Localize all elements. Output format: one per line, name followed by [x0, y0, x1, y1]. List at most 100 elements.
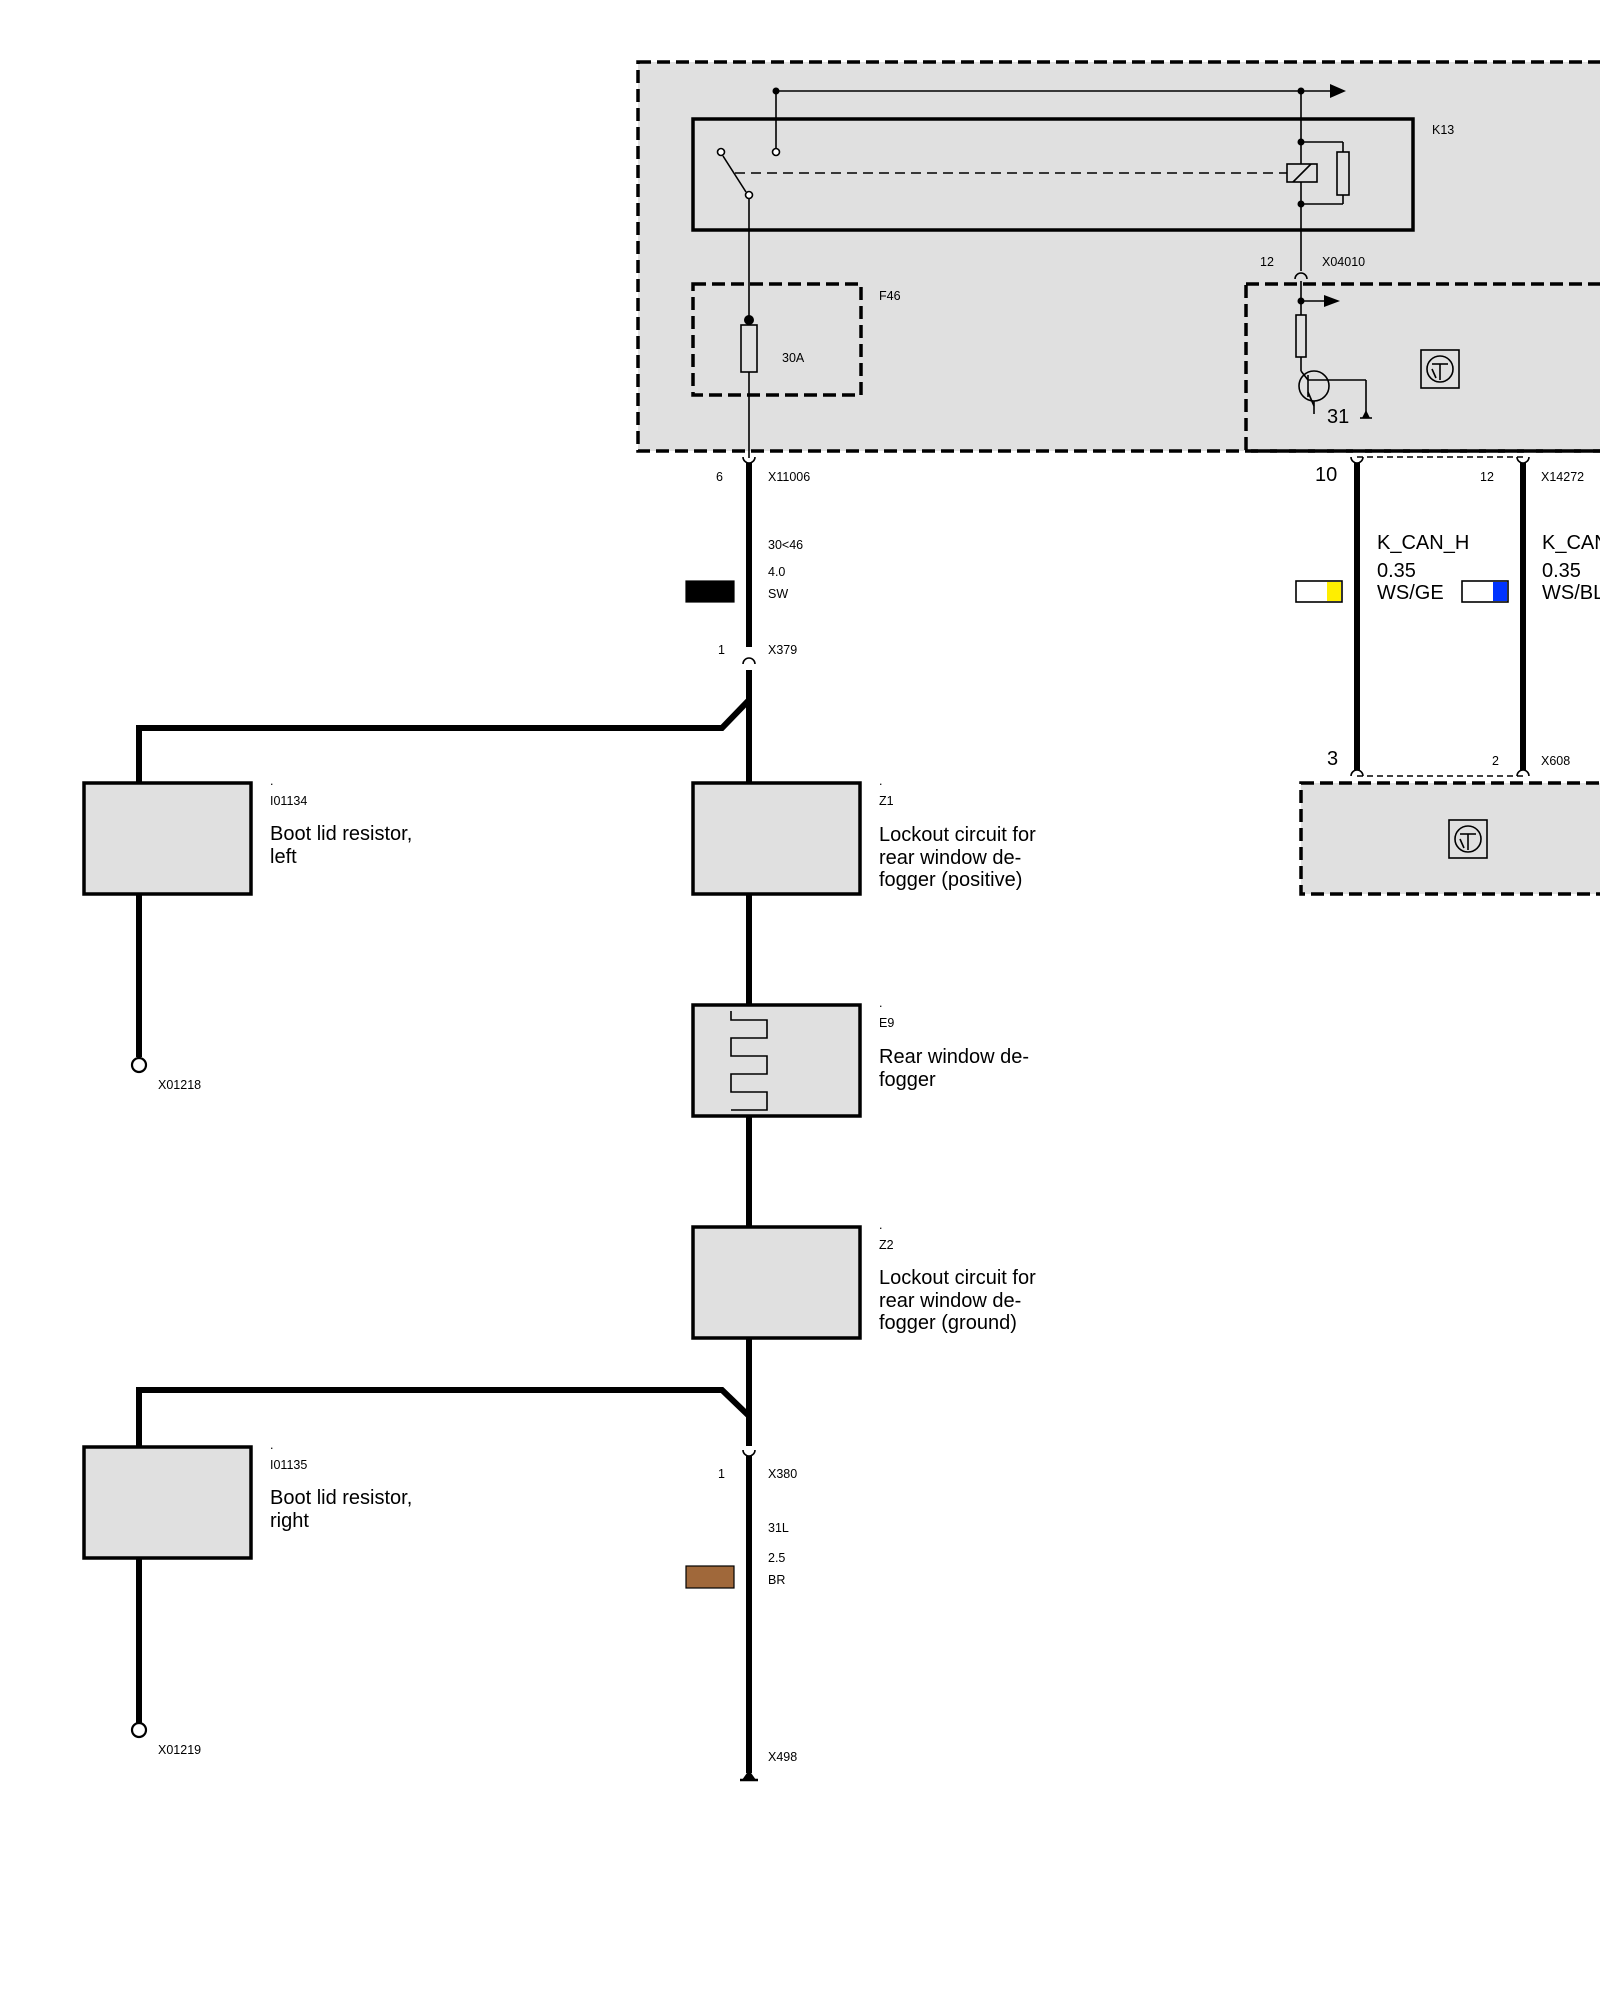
terminal-label: X01218 — [158, 1078, 201, 1092]
terminal-icon — [130, 1721, 148, 1739]
component-i01135: . I01135 Boot lid resistor, right X01219 — [82, 1438, 412, 1757]
pullup-resistor — [1295, 314, 1307, 358]
connector-x608-pin3 — [1350, 769, 1364, 777]
connector-pin: 1 — [718, 1467, 725, 1481]
control-unit-icon — [1448, 819, 1488, 859]
relay-label: K13 — [1432, 123, 1454, 137]
control-unit-section: 31 — [1244, 281, 1600, 453]
component-z2: . Z2 Lockout circuit for rear window de-… — [136, 1218, 1036, 1447]
component-name-line1: Lockout circuit for — [879, 1267, 1036, 1289]
can-l-color-stripe — [1493, 582, 1507, 601]
switch-contact — [716, 147, 726, 157]
connector-pin: 3 — [1327, 748, 1338, 770]
component-name-line2: fogger — [879, 1069, 936, 1091]
component-code: I01135 — [270, 1458, 307, 1472]
component-i01134: . I01134 Boot lid resistor, left X01218 — [82, 774, 412, 1092]
can-h-name: K_CAN_H — [1377, 532, 1469, 554]
connector-pin: 1 — [718, 643, 725, 657]
component-dot: . — [879, 1218, 882, 1232]
fuse-element — [740, 324, 758, 373]
can-l-name: K_CAN_L — [1542, 532, 1600, 554]
component-name-line1: Boot lid resistor, — [270, 1487, 412, 1509]
resistor-box — [82, 1445, 253, 1560]
terminal-label: X01219 — [158, 1743, 201, 1757]
can-h-color-stripe — [1327, 582, 1341, 601]
component-name-line3: fogger (ground) — [879, 1312, 1017, 1334]
connector-label: X608 — [1541, 754, 1570, 768]
connector-pin: 6 — [716, 470, 723, 484]
component-name-line1: Rear window de- — [879, 1046, 1029, 1068]
heating-element-icon — [730, 1011, 768, 1111]
wire-gauge: 4.0 — [768, 565, 785, 579]
control-unit-box — [1244, 282, 1600, 453]
can-l-gauge: 0.35 — [1542, 560, 1581, 582]
fuse-label: F46 — [879, 289, 901, 303]
component-dot: . — [270, 774, 273, 788]
branch-wire-left — [136, 697, 752, 783]
wire-color-code: SW — [768, 587, 788, 601]
fuse-rating: 30A — [782, 351, 805, 365]
wire-color-swatch — [685, 580, 735, 603]
wire-color-swatch — [685, 1565, 735, 1589]
connector-pin: 2 — [1492, 754, 1499, 768]
connector-x608-pin2 — [1516, 769, 1530, 777]
component-code: Z2 — [879, 1238, 894, 1252]
switch-blade — [722, 155, 747, 193]
connector-label: X379 — [768, 643, 797, 657]
connector-x14272-pin10 — [1350, 456, 1364, 464]
branch-wire-left — [136, 1387, 752, 1447]
connector-label: X380 — [768, 1467, 797, 1481]
connector-x14272-pin12 — [1516, 456, 1530, 464]
connector-x04010: 12 X04010 — [1260, 255, 1365, 280]
lockout-box-positive — [691, 781, 862, 896]
arrow-icon — [1330, 84, 1346, 98]
wire-color-code: BR — [768, 1573, 785, 1587]
component-code: E9 — [879, 1016, 894, 1030]
fuse-f46: F46 30A — [691, 198, 901, 458]
connector-pin: 10 — [1315, 464, 1337, 486]
component-name-line1: Lockout circuit for — [879, 824, 1036, 846]
component-dot: . — [879, 774, 882, 788]
ground-icon — [742, 1770, 756, 1780]
connector-x379 — [742, 657, 756, 665]
wire-gauge: 2.5 — [768, 1551, 785, 1565]
connector-label: X04010 — [1322, 255, 1365, 269]
ground-pin-label: 31 — [1327, 406, 1349, 428]
relay-k13: K13 — [691, 84, 1454, 271]
connector-label: X14272 — [1541, 470, 1584, 484]
component-name-line1: Boot lid resistor, — [270, 823, 412, 845]
can-bus: 10 12 X14272 K_CAN_H 0.35 WS/GE K_CAN_L … — [1295, 456, 1600, 896]
defogger-box — [691, 1003, 862, 1118]
component-name-line2: rear window de- — [879, 1290, 1021, 1312]
component-name-line3: fogger (positive) — [879, 869, 1022, 891]
terminal-icon — [130, 1056, 148, 1074]
component-code: I01134 — [270, 794, 307, 808]
component-dot: . — [879, 996, 882, 1010]
lockout-box-ground — [691, 1225, 862, 1340]
control-unit-icon — [1420, 349, 1460, 389]
connector-label: X11006 — [768, 470, 810, 484]
component-z1: . Z1 Lockout circuit for rear window de-… — [691, 774, 1036, 1005]
fuse-box — [691, 282, 863, 397]
wire-circuit: 31L — [768, 1521, 789, 1535]
component-code: Z1 — [879, 794, 894, 808]
arrow-icon — [1324, 295, 1340, 307]
ground-icon — [1362, 410, 1370, 418]
connector-pin: 12 — [1480, 470, 1494, 484]
ground-label: X498 — [768, 1750, 797, 1764]
component-dot: . — [270, 1438, 273, 1452]
can-h-gauge: 0.35 — [1377, 560, 1416, 582]
resistor-box — [82, 781, 253, 896]
wire-circuit: 30<46 — [768, 538, 803, 552]
ground-wire: 1 X380 31L 2.5 BR X498 — [685, 1449, 797, 1782]
can-l-color-code: WS/BL — [1542, 582, 1600, 604]
connector-pin: 12 — [1260, 255, 1274, 269]
connector-x380 — [742, 1449, 756, 1457]
main-feed-wire: 6 X11006 30<46 4.0 SW 1 X379 — [136, 456, 810, 783]
power-distribution-module: K13 — [636, 60, 1600, 458]
component-e9: . E9 Rear window de- fogger — [691, 996, 1029, 1227]
can-h-color-code: WS/GE — [1377, 582, 1444, 604]
component-name-line2: right — [270, 1510, 309, 1532]
component-name-line2: left — [270, 846, 297, 868]
